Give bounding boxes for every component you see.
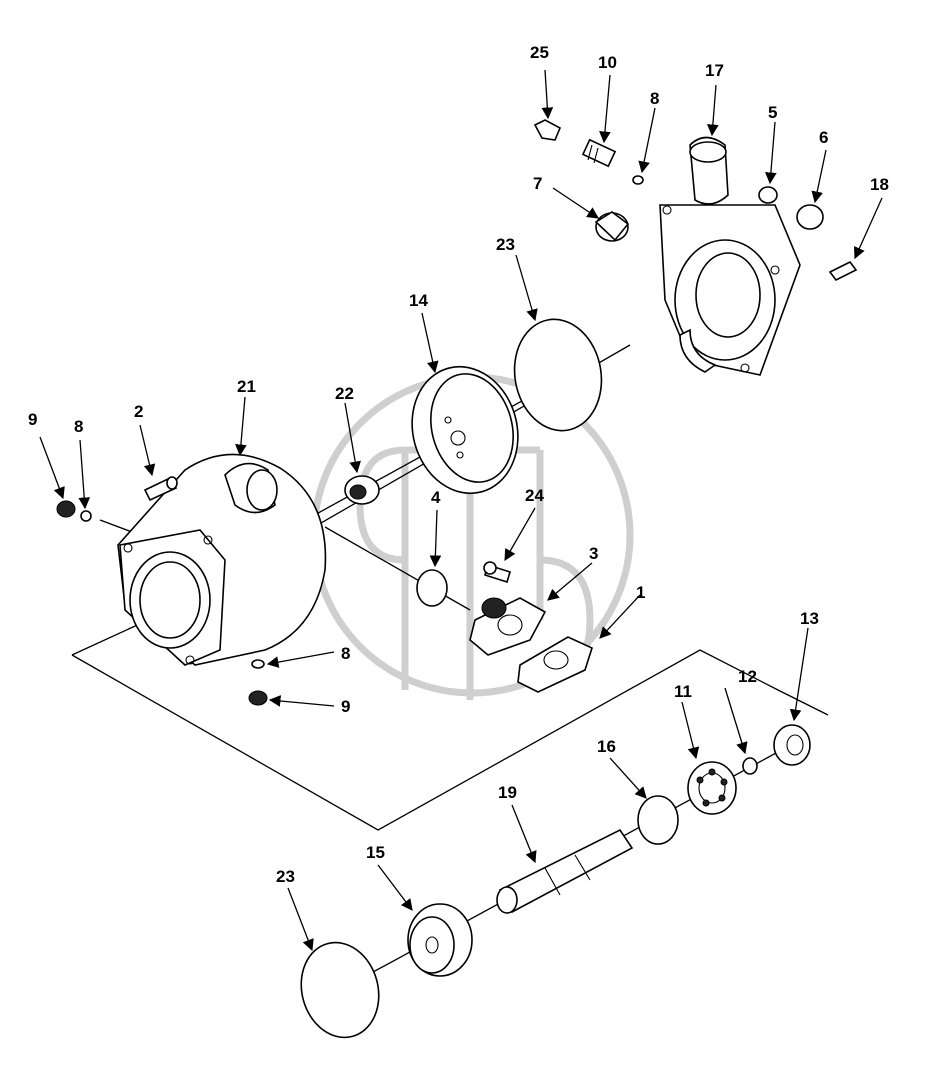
- callout-13: 13: [800, 609, 819, 628]
- part-15-gear: [407, 903, 473, 977]
- callout-5: 5: [768, 103, 777, 122]
- part-16-retaining-ring: [637, 795, 679, 845]
- part-8-ring-left: [80, 510, 92, 522]
- part-24-bolt: [483, 561, 511, 584]
- callout-2: 2: [134, 402, 143, 421]
- part-14-impeller: [411, 365, 519, 495]
- part-25-fitting: [533, 119, 562, 141]
- part-10-connector: [581, 138, 617, 168]
- callout-15: 15: [366, 843, 385, 862]
- part-19-shaft: [496, 828, 634, 914]
- callout-24: 24: [525, 486, 544, 505]
- part-18-bolt: [828, 260, 858, 282]
- part-7-plug: [594, 211, 630, 242]
- part-8-ring-bottom: [251, 659, 265, 669]
- callout-labels: 25 10 8 17 5 6 18 7 23 14 21 22 2 9 8 4 …: [28, 43, 889, 886]
- callout-21: 21: [237, 377, 256, 396]
- callout-17: 17: [705, 61, 724, 80]
- callout-8-top: 8: [650, 89, 659, 108]
- part-6-plug: [796, 204, 824, 230]
- part-3-flange: [469, 597, 547, 656]
- part-9-plug-left: [56, 500, 76, 518]
- callout-3: 3: [589, 544, 598, 563]
- part-9-plug-bottom: [248, 690, 268, 706]
- part-1-gasket: [517, 636, 593, 693]
- callout-10: 10: [598, 53, 617, 72]
- callout-23-upper: 23: [496, 235, 515, 254]
- callout-11: 11: [674, 682, 692, 701]
- part-21-pump-housing: [117, 453, 327, 666]
- part-4-o-ring: [416, 569, 448, 607]
- callout-4: 4: [431, 488, 441, 507]
- callout-23-lower: 23: [276, 867, 295, 886]
- callout-22: 22: [335, 384, 354, 403]
- part-5-plug: [758, 186, 778, 204]
- callout-8-left: 8: [74, 417, 83, 436]
- callout-9-left: 9: [28, 410, 37, 429]
- callout-14: 14: [409, 291, 428, 310]
- callout-25: 25: [530, 43, 549, 62]
- callout-18: 18: [870, 175, 889, 194]
- leader-arrows: [39, 69, 883, 952]
- part-13-seal: [773, 724, 811, 766]
- callout-9-bottom: 9: [341, 697, 350, 716]
- callout-8-bottom: 8: [341, 644, 350, 663]
- part-17-pump-cover: [659, 136, 801, 376]
- callout-1: 1: [636, 583, 645, 602]
- callout-19: 19: [498, 783, 517, 802]
- part-2-bolt: [143, 476, 178, 502]
- callout-7: 7: [533, 174, 542, 193]
- part-8-ring-top: [632, 175, 644, 185]
- part-23-gasket-upper: [513, 318, 603, 432]
- part-23-gasket-lower: [300, 941, 380, 1039]
- part-11-bearing: [687, 761, 737, 815]
- part-22-seal: [344, 475, 380, 505]
- part-12-snap-ring: [742, 757, 758, 775]
- callout-12: 12: [738, 667, 757, 686]
- callout-16: 16: [597, 737, 616, 756]
- callout-6: 6: [819, 128, 828, 147]
